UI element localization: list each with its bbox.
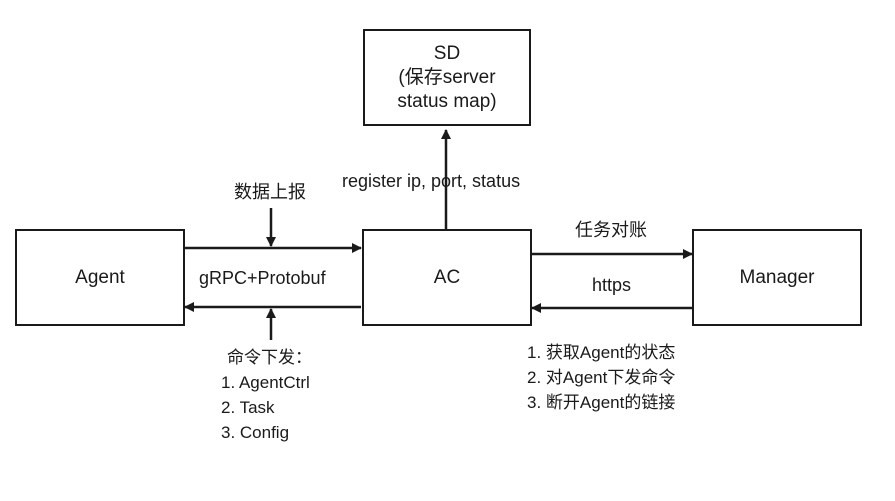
https-label: https bbox=[592, 275, 632, 295]
manager-action-item: 3. 断开Agent的链接 bbox=[527, 393, 676, 412]
manager-action-item: 2. 对Agent下发命令 bbox=[527, 368, 676, 387]
command-notes-title: 命令下发： bbox=[227, 348, 312, 367]
ac-label: AC bbox=[433, 266, 461, 288]
manager-action-item: 1. 获取Agent的状态 bbox=[527, 343, 676, 362]
ac-node: AC bbox=[362, 229, 532, 326]
sd-title: SD bbox=[433, 42, 461, 64]
register-label: register ip, port, status bbox=[342, 171, 521, 191]
command-item: 1. AgentCtrl bbox=[221, 373, 310, 392]
agent-label: Agent bbox=[75, 266, 125, 288]
task-reconcile-label: 任务对账 bbox=[575, 220, 647, 240]
command-item: 2. Task bbox=[221, 398, 275, 417]
manager-label: Manager bbox=[739, 266, 815, 288]
agent-node: Agent bbox=[15, 229, 185, 326]
data-report-label: 数据上报 bbox=[234, 182, 306, 202]
manager-action-notes: 1. 获取Agent的状态 2. 对Agent下发命令 3. 断开Agent的链… bbox=[527, 340, 675, 415]
command-item: 3. Config bbox=[221, 423, 290, 442]
sd-node: SD (保存server status map) bbox=[363, 29, 531, 126]
manager-node: Manager bbox=[692, 229, 862, 326]
sd-desc-line-2: status map) bbox=[397, 90, 497, 112]
sd-desc-line-1: (保存server bbox=[398, 66, 496, 88]
grpc-protobuf-label: gRPC+Protobuf bbox=[199, 268, 326, 288]
command-notes: 命令下发： 1. AgentCtrl 2. Task 3. Config bbox=[221, 345, 312, 445]
